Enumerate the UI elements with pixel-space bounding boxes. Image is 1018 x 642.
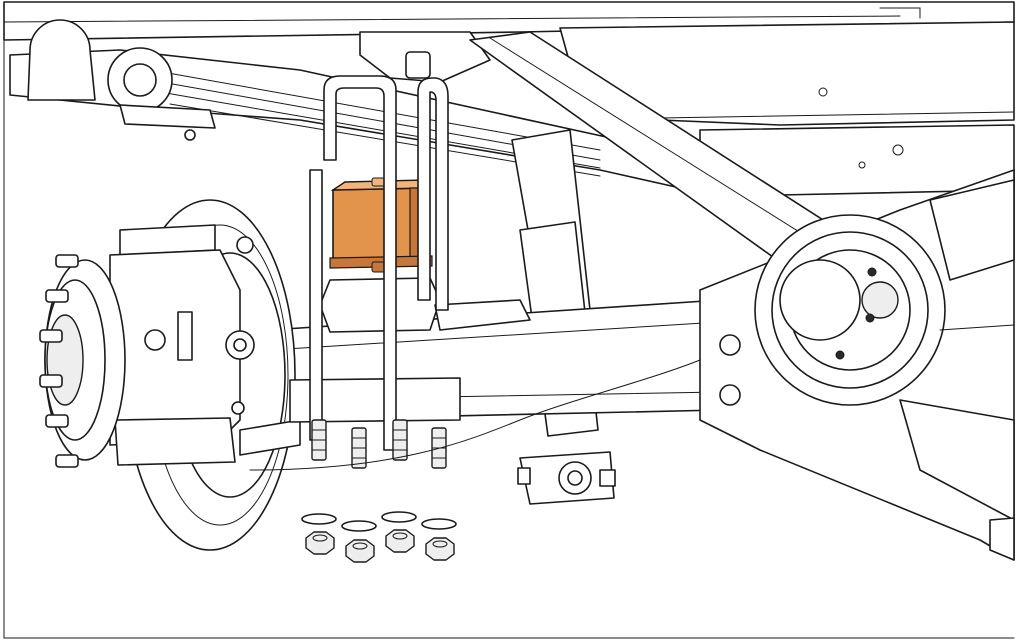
wheel-hub xyxy=(39,254,126,468)
chassis-crossmember xyxy=(559,21,1015,196)
upper-mount-bracket xyxy=(359,31,491,83)
brake-line xyxy=(249,359,701,471)
nuts xyxy=(305,529,455,563)
washers xyxy=(301,511,457,532)
u-bolt-front xyxy=(309,75,397,451)
lift-block xyxy=(329,177,433,273)
picture-frame xyxy=(3,39,1015,639)
spring-seat xyxy=(289,277,531,423)
brake-caliper xyxy=(109,224,301,466)
differential-housing xyxy=(699,169,1015,561)
frame-rail xyxy=(3,1,1015,41)
u-bolt-rear xyxy=(417,77,449,311)
u-bolt-threads xyxy=(311,419,447,469)
lug-studs xyxy=(39,254,79,468)
